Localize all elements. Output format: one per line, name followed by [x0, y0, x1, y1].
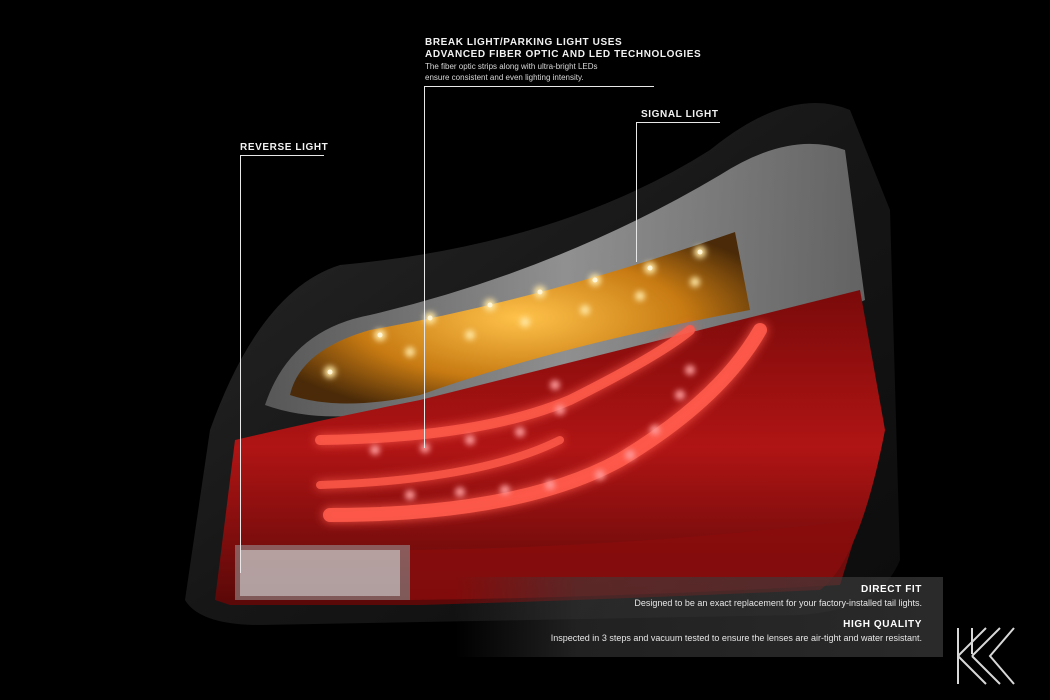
red-led	[595, 470, 605, 480]
reverse-leader-vertical	[240, 155, 241, 573]
signal-leader-horizontal	[636, 122, 720, 123]
red-leds	[370, 365, 695, 500]
amber-led-core	[592, 277, 598, 283]
amber-led-core	[327, 369, 333, 375]
reverse-light-lens	[240, 550, 400, 596]
amber-led-core	[377, 332, 383, 338]
red-led	[675, 390, 685, 400]
amber-signal-section	[290, 232, 750, 404]
feature-title-high-quality: HIGH QUALITY	[843, 619, 922, 630]
fiber-strip-upper	[315, 325, 695, 445]
features-panel	[455, 577, 943, 657]
signal-leader-vertical	[636, 122, 637, 262]
signal-callout-title: SIGNAL LIGHT	[641, 109, 719, 120]
brand-logo	[957, 627, 1015, 685]
brake-callout-body-2: ensure consistent and even lighting inte…	[425, 73, 584, 82]
fiber-strip-outer	[323, 323, 767, 522]
red-led	[465, 435, 475, 445]
amber-led	[635, 291, 645, 301]
brake-callout-body-1: The fiber optic strips along with ultra-…	[425, 62, 598, 71]
brake-leader-vertical	[424, 86, 425, 448]
amber-led-core	[647, 265, 653, 271]
reverse-callout-title: REVERSE LIGHT	[240, 142, 329, 153]
red-led	[555, 405, 565, 415]
amber-led	[465, 330, 475, 340]
amber-led-cores	[327, 249, 703, 375]
red-led	[685, 365, 695, 375]
feature-title-direct-fit: DIRECT FIT	[861, 584, 922, 595]
red-led	[455, 487, 465, 497]
red-led	[500, 485, 510, 495]
amber-led-core	[537, 289, 543, 295]
red-led	[625, 450, 635, 460]
amber-led-core	[427, 315, 433, 321]
feature-desc-high-quality: Inspected in 3 steps and vacuum tested t…	[550, 633, 922, 643]
red-led	[420, 443, 430, 453]
red-led	[650, 425, 660, 435]
brake-callout-title-1: BREAK LIGHT/PARKING LIGHT USES	[425, 37, 623, 48]
brake-callout-title-2: ADVANCED FIBER OPTIC AND LED TECHNOLOGIE…	[425, 49, 702, 60]
amber-led	[405, 347, 415, 357]
amber-led-core	[697, 249, 703, 255]
amber-led	[580, 305, 590, 315]
fiber-strip-lower	[316, 436, 564, 489]
reverse-leader-horizontal	[240, 155, 324, 156]
amber-led	[690, 277, 700, 287]
red-led	[545, 480, 555, 490]
red-led	[515, 427, 525, 437]
feature-desc-direct-fit: Designed to be an exact replacement for …	[634, 598, 922, 608]
red-led	[550, 380, 560, 390]
amber-led-core	[487, 302, 493, 308]
amber-led	[520, 317, 530, 327]
fiber-optic-strips	[315, 323, 767, 522]
red-led	[370, 445, 380, 455]
red-led	[405, 490, 415, 500]
brake-leader-horizontal	[424, 86, 654, 87]
